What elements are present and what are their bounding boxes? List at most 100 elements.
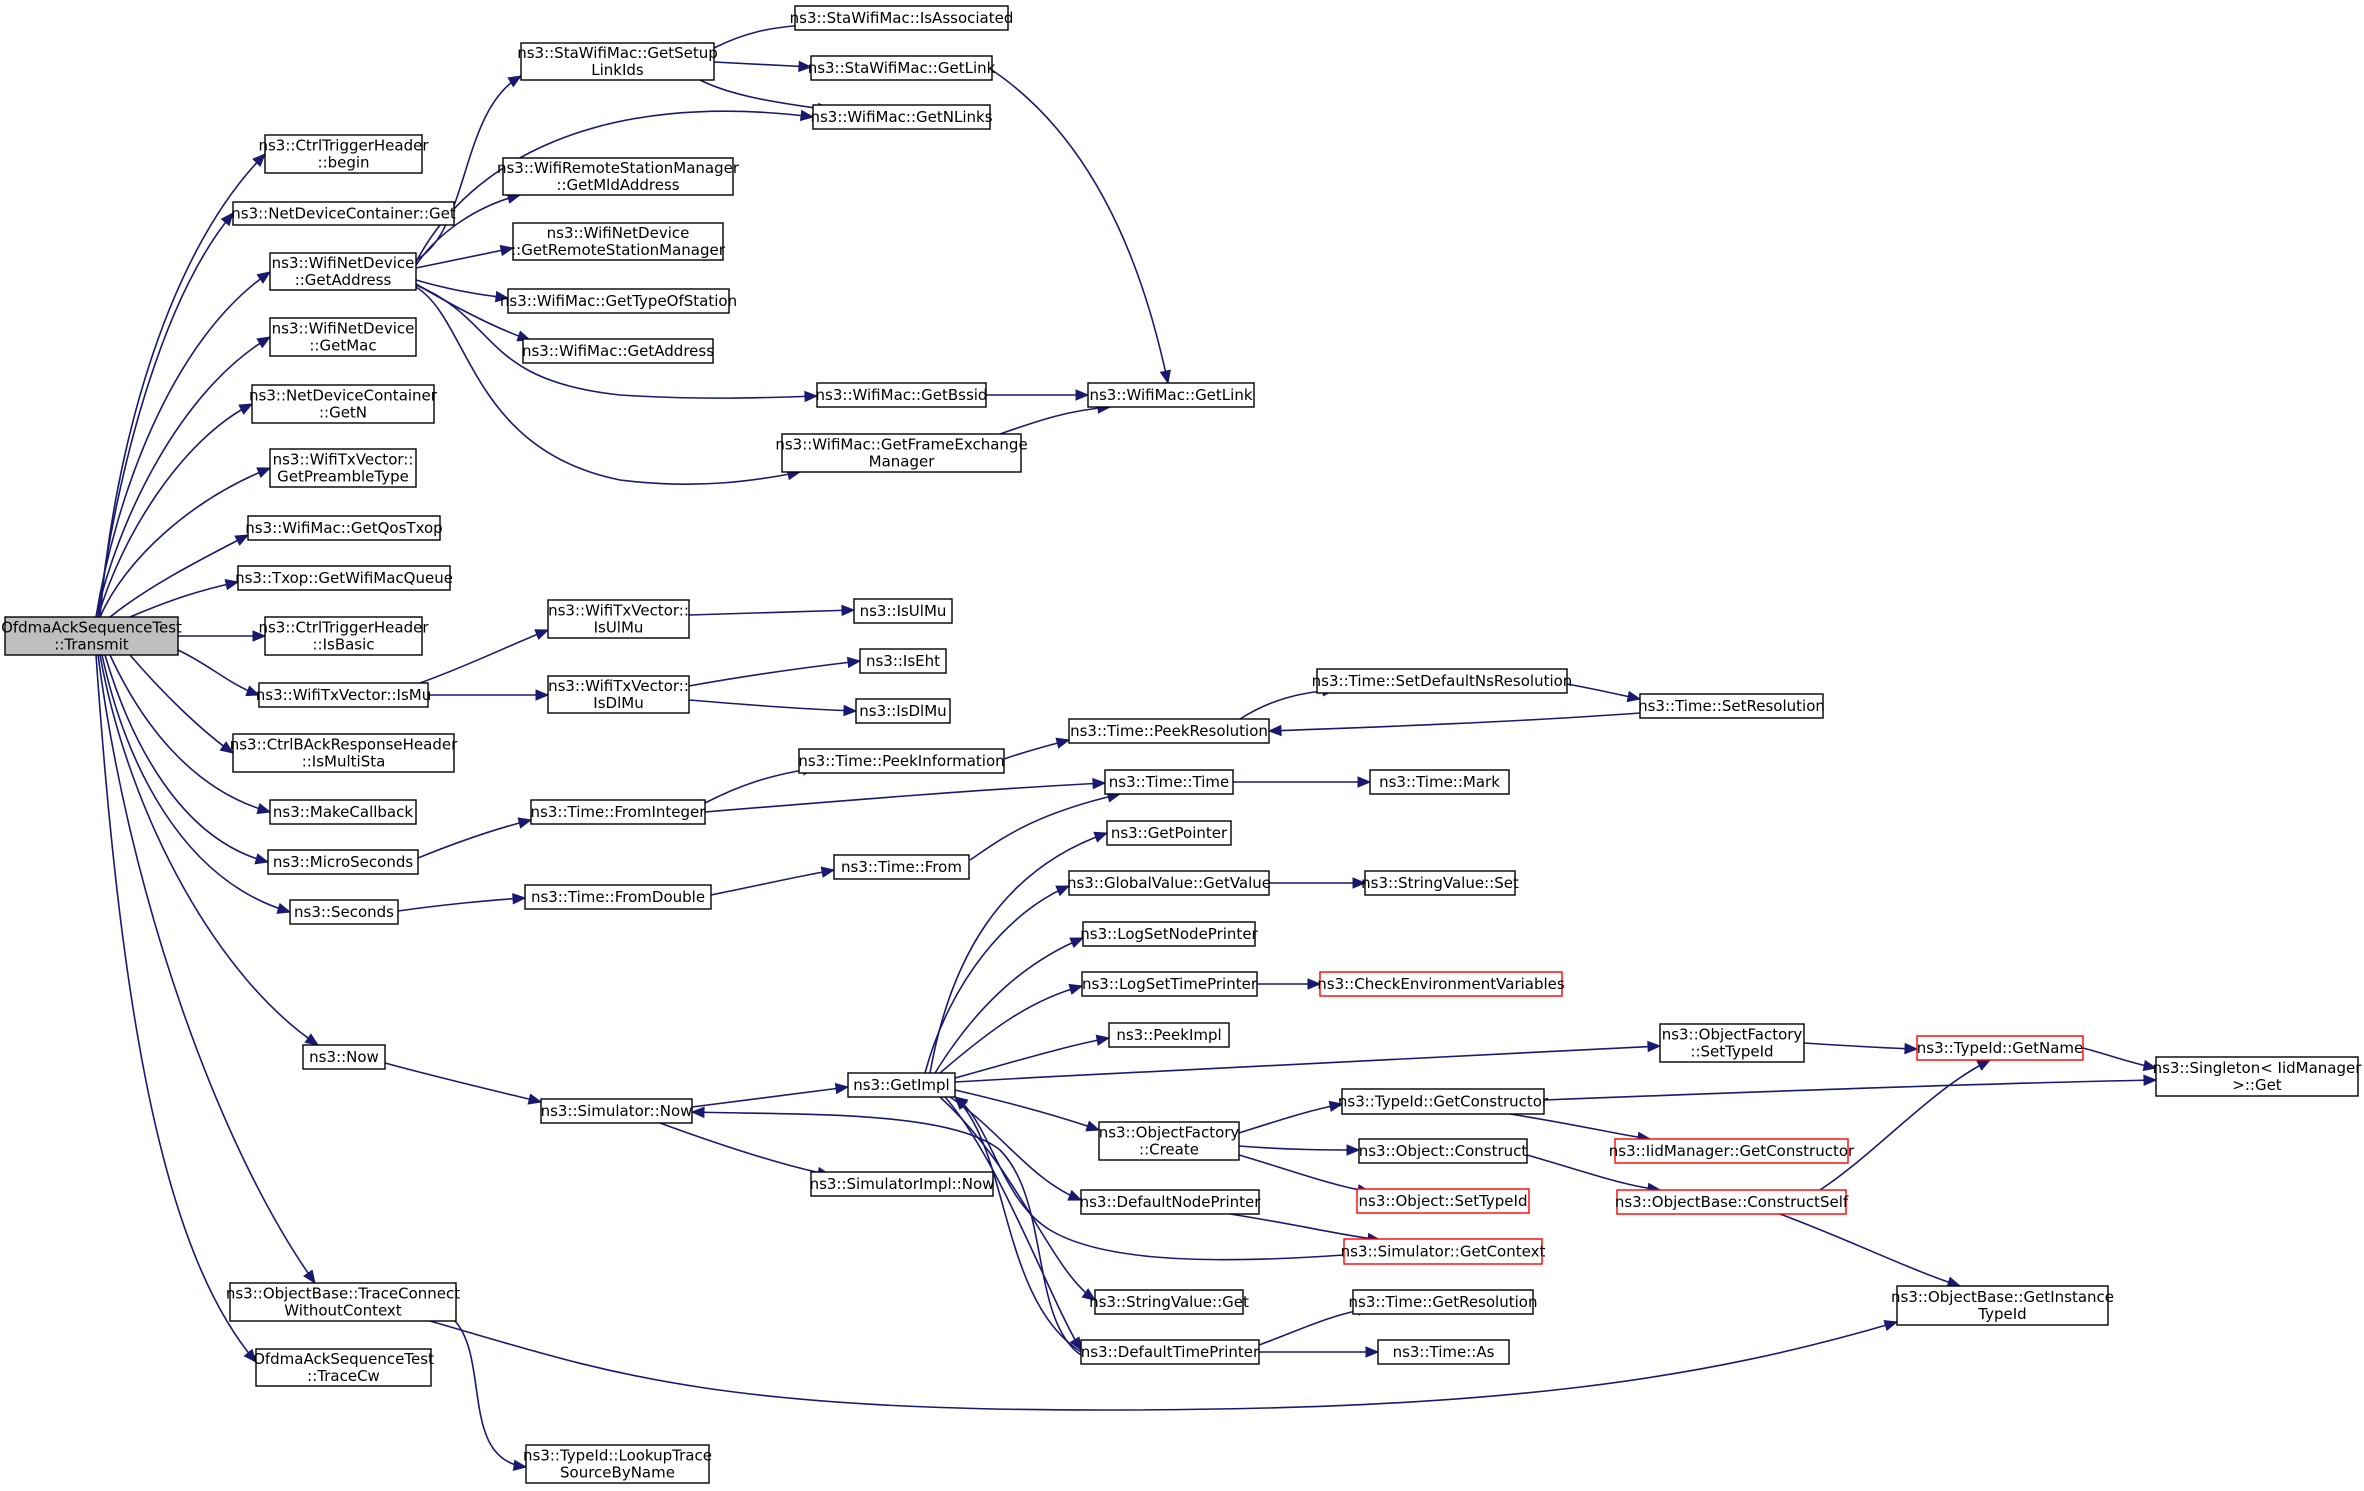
node-n-timemark[interactable]: ns3::Time::Mark bbox=[1369, 769, 1510, 795]
node-box[interactable] bbox=[267, 849, 419, 875]
node-n-setres[interactable]: ns3::Time::SetResolution bbox=[1638, 693, 1825, 719]
node-box[interactable] bbox=[289, 899, 399, 925]
node-box[interactable] bbox=[1916, 1035, 2084, 1061]
node-box[interactable] bbox=[269, 448, 417, 488]
node-n-traceconnect[interactable]: ns3::ObjectBase::TraceConnectWithoutCont… bbox=[226, 1282, 460, 1322]
node-box[interactable] bbox=[833, 854, 970, 880]
node-box[interactable] bbox=[855, 698, 951, 724]
node-box[interactable] bbox=[547, 675, 690, 714]
node-n-singleton[interactable]: ns3::Singleton< IidManager>::Get bbox=[2153, 1056, 2363, 1097]
node-box[interactable] bbox=[1659, 1023, 1805, 1063]
node-box[interactable] bbox=[540, 1098, 693, 1124]
node-n-ismu[interactable]: ns3::WifiTxVector::IsMu bbox=[256, 682, 431, 708]
node-box[interactable] bbox=[794, 5, 1009, 31]
node-box[interactable] bbox=[269, 252, 417, 291]
node-box[interactable] bbox=[264, 616, 423, 656]
node-n-isulmu-v[interactable]: ns3::WifiTxVector::IsUlMu bbox=[547, 599, 690, 639]
node-box[interactable] bbox=[1068, 870, 1270, 896]
node-n-wndgetaddr[interactable]: ns3::WifiNetDevice::GetAddress bbox=[269, 252, 417, 291]
node-n-defnodeprinter[interactable]: ns3::DefaultNodePrinter bbox=[1080, 1189, 1262, 1215]
node-n-getnlinks[interactable]: ns3::WifiMac::GetNLinks bbox=[810, 104, 993, 130]
node-box[interactable] bbox=[1639, 693, 1824, 719]
node-box[interactable] bbox=[1896, 1285, 2109, 1326]
node-box[interactable] bbox=[232, 733, 455, 773]
node-box[interactable] bbox=[507, 288, 730, 314]
node-box[interactable] bbox=[522, 338, 714, 364]
node-n-getbssid[interactable]: ns3::WifiMac::GetBssid bbox=[816, 382, 988, 408]
node-box[interactable] bbox=[258, 682, 429, 708]
node-n-getimpl[interactable]: ns3::GetImpl bbox=[847, 1072, 956, 1098]
node-n-timeas[interactable]: ns3::Time::As bbox=[1377, 1339, 1510, 1365]
node-n-ndcgetn[interactable]: ns3::NetDeviceContainer::GetN bbox=[249, 384, 438, 424]
node-n-micro[interactable]: ns3::MicroSeconds bbox=[267, 849, 419, 875]
node-box[interactable] bbox=[255, 1348, 432, 1387]
node-n-now[interactable]: ns3::Now bbox=[302, 1044, 386, 1070]
node-n-getpointer[interactable]: ns3::GetPointer bbox=[1106, 820, 1232, 846]
node-n-isulmu[interactable]: ns3::IsUlMu bbox=[853, 598, 953, 624]
node-box[interactable] bbox=[1343, 1238, 1543, 1265]
node-n-peekinfo[interactable]: ns3::Time::PeekInformation bbox=[798, 748, 1005, 774]
node-box[interactable] bbox=[1358, 1138, 1528, 1164]
node-box[interactable] bbox=[524, 884, 712, 910]
node-box[interactable] bbox=[810, 1171, 994, 1197]
node-n-macgetaddr[interactable]: ns3::WifiMac::GetAddress bbox=[522, 338, 714, 364]
node-n-gettypename[interactable]: ns3::TypeId::GetName bbox=[1916, 1035, 2084, 1061]
node-n-stagetlink[interactable]: ns3::StaWifiMac::GetLink bbox=[808, 55, 996, 81]
node-n-iseht[interactable]: ns3::IsEht bbox=[859, 648, 947, 674]
node-n-objsettypeid[interactable]: ns3::Object::SetTypeId bbox=[1356, 1188, 1530, 1214]
node-box[interactable] bbox=[229, 1282, 457, 1322]
node-box[interactable] bbox=[781, 433, 1022, 473]
node-n-ctrlbegin[interactable]: ns3::CtrlTriggerHeader::begin bbox=[258, 134, 429, 174]
node-n-txopqueue[interactable]: ns3::Txop::GetWifiMacQueue bbox=[235, 565, 453, 591]
node-n-iidctor[interactable]: ns3::IidManager::GetConstructor bbox=[1609, 1138, 1855, 1164]
node-box[interactable] bbox=[853, 598, 953, 624]
node-n-isassoc[interactable]: ns3::StaWifiMac::IsAssociated bbox=[790, 5, 1014, 31]
node-n-getrsm[interactable]: ns3::WifiNetDevice::GetRemoteStationMana… bbox=[511, 222, 726, 261]
node-box[interactable] bbox=[525, 1444, 710, 1484]
node-n-tracecw[interactable]: OfdmaAckSequenceTest::TraceCw bbox=[253, 1348, 434, 1387]
node-n-strget[interactable]: ns3::StringValue::Get bbox=[1089, 1289, 1249, 1315]
node-box[interactable] bbox=[1356, 1188, 1530, 1214]
node-box[interactable] bbox=[247, 515, 441, 541]
node-n-ismultista[interactable]: ns3::CtrlBAckResponseHeader::IsMultiSta bbox=[230, 733, 458, 773]
node-box[interactable] bbox=[1319, 971, 1563, 997]
node-box[interactable] bbox=[1094, 1289, 1244, 1315]
node-box[interactable] bbox=[1098, 1121, 1240, 1161]
node-n-setdefaultns[interactable]: ns3::Time::SetDefaultNsResolution bbox=[1312, 668, 1573, 694]
node-n-simnow[interactable]: ns3::Simulator::Now bbox=[540, 1098, 693, 1124]
node-box[interactable] bbox=[1108, 1022, 1230, 1048]
node-n-fromdouble[interactable]: ns3::Time::FromDouble bbox=[524, 884, 712, 910]
node-n-isbasic[interactable]: ns3::CtrlTriggerHeader::IsBasic bbox=[258, 616, 429, 656]
node-n-preamble[interactable]: ns3::WifiTxVector::GetPreambleType bbox=[269, 448, 417, 488]
node-n-timetime[interactable]: ns3::Time::Time bbox=[1104, 769, 1234, 795]
node-n-constructself[interactable]: ns3::ObjectBase::ConstructSelf bbox=[1615, 1189, 1849, 1215]
node-box[interactable] bbox=[1106, 820, 1232, 846]
node-n-peekres[interactable]: ns3::Time::PeekResolution bbox=[1068, 718, 1270, 744]
node-n-typeofstation[interactable]: ns3::WifiMac::GetTypeOfStation bbox=[500, 288, 737, 314]
node-box[interactable] bbox=[512, 222, 724, 261]
node-n-logtime[interactable]: ns3::LogSetTimePrinter bbox=[1081, 971, 1258, 997]
node-n-mldaddr[interactable]: ns3::WifiRemoteStationManager::GetMldAdd… bbox=[497, 157, 740, 196]
node-n-ndcget[interactable]: ns3::NetDeviceContainer::Get bbox=[231, 201, 456, 226]
node-n-strset[interactable]: ns3::StringValue::Set bbox=[1361, 870, 1519, 896]
node-n-seconds[interactable]: ns3::Seconds bbox=[289, 899, 399, 925]
node-box[interactable] bbox=[1369, 769, 1510, 795]
node-box[interactable] bbox=[530, 799, 706, 825]
node-n-fromint[interactable]: ns3::Time::FromInteger bbox=[530, 799, 707, 825]
node-n-isdlmu[interactable]: ns3::IsDlMu bbox=[855, 698, 951, 724]
node-n-qostxop[interactable]: ns3::WifiMac::GetQosTxop bbox=[245, 515, 443, 541]
node-box[interactable] bbox=[1341, 1088, 1545, 1115]
node-n-peekimpl[interactable]: ns3::PeekImpl bbox=[1108, 1022, 1230, 1048]
node-n-isdlmu-v[interactable]: ns3::WifiTxVector::IsDlMu bbox=[547, 675, 690, 714]
node-box[interactable] bbox=[302, 1044, 386, 1070]
node-n-timegetres[interactable]: ns3::Time::GetResolution bbox=[1349, 1289, 1538, 1315]
node-box[interactable] bbox=[859, 648, 947, 674]
node-n-gvgetvalue[interactable]: ns3::GlobalValue::GetValue bbox=[1067, 870, 1271, 896]
node-box[interactable] bbox=[4, 616, 179, 656]
node-box[interactable] bbox=[1352, 1289, 1534, 1315]
node-n-checkenv[interactable]: ns3::CheckEnvironmentVariables bbox=[1317, 971, 1565, 997]
node-box[interactable] bbox=[502, 157, 734, 196]
node-box[interactable] bbox=[1614, 1138, 1849, 1164]
node-box[interactable] bbox=[798, 748, 1005, 774]
